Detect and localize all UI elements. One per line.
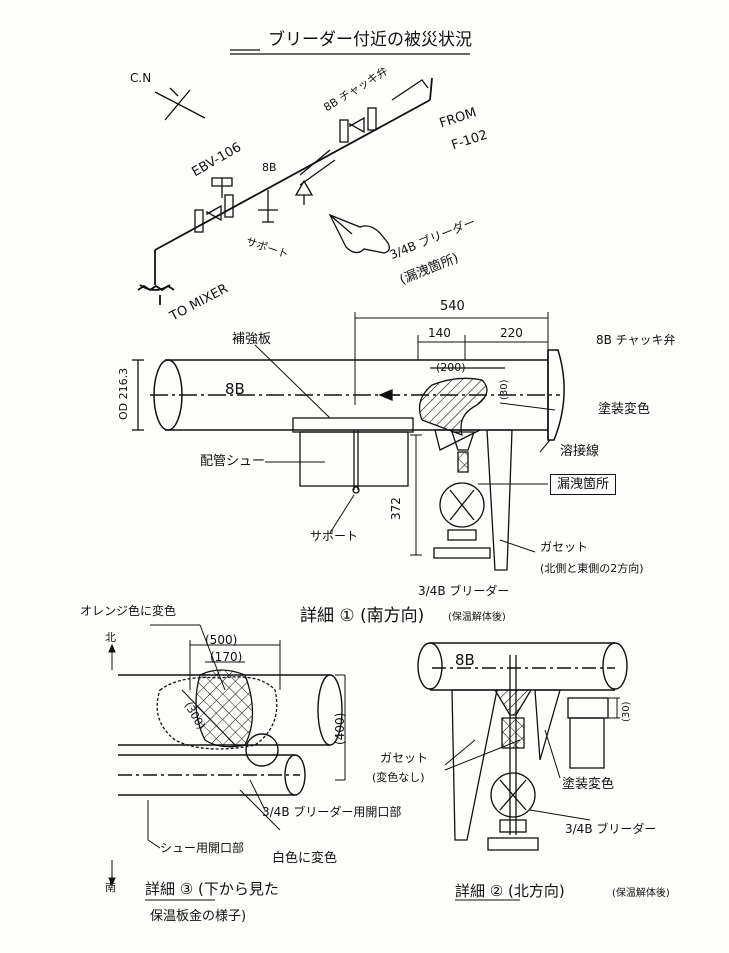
iso-bleeder (294, 149, 336, 205)
pipe-shoe-label: 配管シュー (200, 454, 266, 469)
dim-372: 372 (389, 497, 403, 520)
dim-30-elevation: (30) (499, 379, 510, 400)
gusset (434, 429, 513, 571)
paint-discoloration-label: 塗装変色 (598, 402, 651, 417)
bleeder-opening-label: 3/4B ブリーダー用開口部 (262, 805, 402, 819)
dim-220: 220 (500, 326, 523, 340)
detail1-note: (保温解体後) (448, 612, 506, 623)
detail2-pipe-size: 8B (455, 651, 475, 669)
south-label: 南 (105, 881, 116, 894)
dim-200: (200) (436, 361, 466, 374)
iso-support (258, 190, 278, 223)
page-title: ブリーダー付近の被災状況 (268, 30, 472, 50)
detail2-title: 詳細 ② (北方向) (455, 882, 565, 900)
detail2-leaders (444, 729, 591, 821)
leak-hatch (418, 367, 505, 437)
detail2-dim-30: (30) (621, 701, 632, 722)
north-arrow (154, 87, 206, 121)
dim-540: 540 (440, 299, 465, 314)
detail3-title-2: 保温板金の様子) (150, 909, 247, 924)
dim-372 (410, 434, 422, 556)
pointing-hand (328, 213, 390, 254)
detail3-orange-zone (156, 669, 278, 750)
flow-arrow (378, 389, 400, 401)
detail3-pipes (118, 674, 343, 796)
detail2-note: (保温解体後) (612, 888, 670, 899)
leak-location-label: 漏洩箇所 (550, 474, 617, 495)
north-marker-label: C.N (130, 71, 152, 85)
detail2-bracket (567, 697, 620, 769)
detail2-gussets (451, 689, 561, 841)
detail2-bleeder (487, 655, 539, 851)
detail2-gusset-note: (変色なし) (372, 771, 425, 784)
dim-140: 140 (428, 326, 451, 340)
north-south-arrows (108, 643, 116, 887)
dim-400: (400) (333, 712, 347, 745)
od-dimension (132, 359, 144, 431)
od-label: OD 216.3 (117, 367, 130, 420)
elev-bleeder-label: 3/4B ブリーダー (418, 584, 510, 598)
dim-170: (170) (210, 650, 243, 664)
pipe-shoe (292, 417, 414, 494)
detail3-title: 詳細 ③ (下から見た (145, 880, 279, 898)
white-discoloration-label: 白色に変色 (272, 851, 338, 866)
detail2-paint-label: 塗装変色 (562, 777, 615, 792)
weld-line-label: 溶接線 (560, 444, 600, 459)
iso-valves (194, 79, 429, 233)
detail2-gusset-label: ガセット (380, 751, 429, 765)
iso-pipe-size: 8B (262, 161, 277, 174)
elev-pipe-size: 8B (225, 380, 245, 398)
gusset-label: ガセット (540, 540, 589, 554)
north-label: 北 (105, 631, 116, 644)
reinforcement-label: 補強板 (232, 332, 272, 347)
orange-discoloration-label: オレンジ色に変色 (80, 604, 177, 618)
detail2-pipes (417, 642, 628, 691)
bleeder-assembly (433, 431, 491, 559)
check-valve-label: 8B チャッキ弁 (596, 333, 676, 347)
detail1-title: 詳細 ① (南方向) (300, 606, 425, 626)
iso-pipe (137, 77, 433, 305)
detail3-leaders (147, 624, 281, 849)
shoe-opening-label: シュー用開口部 (160, 841, 245, 855)
top-dimensions (354, 312, 549, 405)
gusset-note: (北側と東側の2方向) (540, 562, 644, 575)
elev-support-label: サポート (310, 529, 359, 543)
detail3-dimensions (181, 640, 346, 781)
leader-lines (254, 344, 556, 553)
dim-500: (500) (205, 633, 238, 647)
detail2-bleeder-label: 3/4B ブリーダー (565, 822, 657, 836)
